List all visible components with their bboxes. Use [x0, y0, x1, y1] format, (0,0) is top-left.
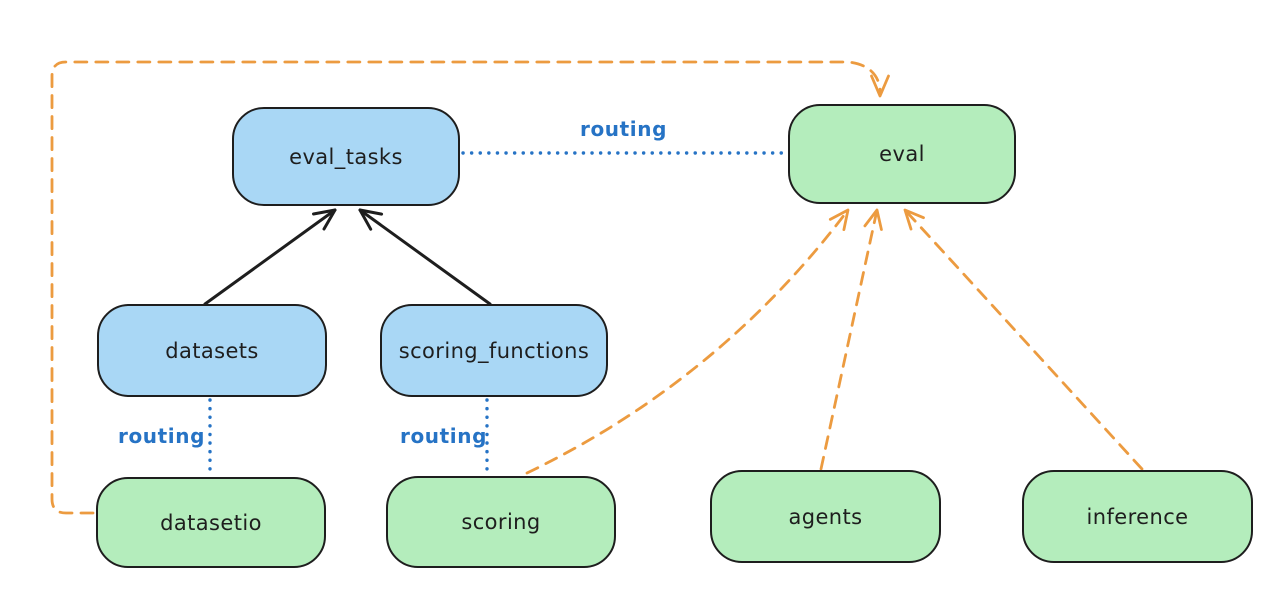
arrowhead-inference-to-eval — [903, 208, 925, 231]
node-inference: inference — [1022, 470, 1253, 563]
arrowhead-datasets-to-eval-tasks — [312, 208, 337, 231]
node-eval: eval — [788, 104, 1016, 204]
node-eval-tasks: eval_tasks — [232, 107, 460, 206]
edge-datasets-to-eval-tasks — [203, 208, 337, 306]
node-label: inference — [1086, 504, 1189, 529]
node-datasetio: datasetio — [96, 477, 326, 568]
arrowhead-scoring-to-eval — [828, 208, 850, 231]
node-agents: agents — [710, 470, 941, 563]
edge-label-routing-eval-tasks-eval: routing — [580, 117, 668, 141]
node-scoring: scoring — [386, 476, 616, 568]
node-label: datasetio — [160, 510, 262, 535]
edge-label-routing-scoring-functions-scoring: routing — [400, 424, 488, 448]
edge-scoring-to-eval — [525, 208, 850, 475]
node-datasets: datasets — [97, 304, 327, 397]
edge-inference-to-eval — [903, 208, 1144, 471]
node-label: scoring — [461, 510, 541, 534]
node-label: eval_tasks — [289, 144, 403, 169]
edge-scoring-functions-to-eval-tasks — [358, 208, 492, 306]
edge-label-routing-datasets-datasetio: routing — [118, 424, 206, 448]
edge-datasetio-to-eval — [50, 60, 882, 515]
node-label: datasets — [165, 338, 259, 363]
node-scoring-functions: scoring_functions — [380, 304, 608, 397]
edge-agents-to-eval — [819, 208, 879, 471]
arrowhead-datasetio-to-eval — [870, 74, 890, 98]
arrowhead-agents-to-eval — [863, 208, 883, 231]
node-label: scoring_functions — [398, 338, 590, 363]
arrowhead-scoring-functions-to-eval-tasks — [358, 208, 384, 231]
node-label: agents — [788, 504, 863, 529]
node-label: eval — [879, 142, 925, 166]
